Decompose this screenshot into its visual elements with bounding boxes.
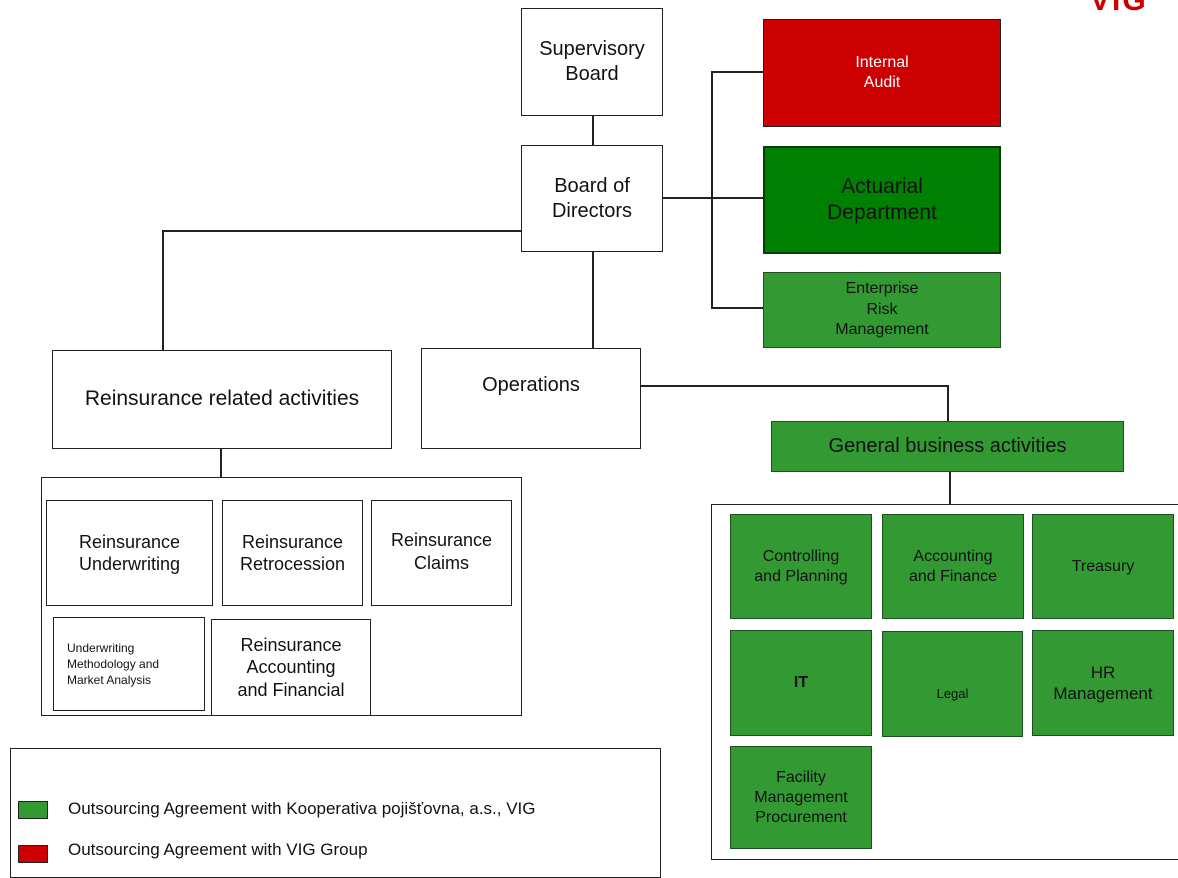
general-business-activities-node: General business activities [771, 421, 1124, 472]
board-of-directors-node: Board of Directors [521, 145, 663, 252]
connector-to-erm [711, 307, 763, 309]
hr-management-node: HR Management [1032, 630, 1174, 736]
connector-board-to-right [663, 197, 763, 199]
connector-board-to-operations [592, 252, 594, 348]
legend-kooperativa-label: Outsourcing Agreement with Kooperativa p… [68, 799, 536, 818]
legend-swatch-green [18, 801, 48, 819]
it-label: IT [793, 674, 809, 691]
reinsurance-claims-node: Reinsurance Claims [371, 500, 512, 606]
legend-vig-group-label: Outsourcing Agreement with VIG Group [68, 840, 368, 859]
operations-node: Operations [421, 348, 641, 449]
reinsurance-underwriting-label: Reinsurance Underwriting [78, 531, 181, 575]
reinsurance-accounting-node: Reinsurance Accounting and Financial [211, 619, 371, 716]
general-business-activities-label: General business activities [828, 435, 1067, 457]
reinsurance-related-activities-node: Reinsurance related activities [52, 350, 392, 449]
actuarial-department-label: Actuarial Department [827, 174, 937, 224]
underwriting-methodology-node: Underwriting Methodology and Market Anal… [53, 617, 205, 711]
supervisory-board-node: Supervisory Board [521, 8, 663, 116]
vig-logo: VIG [1090, 0, 1148, 17]
operations-label: Operations [482, 374, 580, 396]
legend-box [10, 748, 661, 878]
reinsurance-claims-label: Reinsurance Claims [390, 530, 493, 573]
controlling-planning-label: Controlling and Planning [754, 547, 848, 585]
legend-swatch-red [18, 845, 48, 863]
facility-management-label: Facility Management Procurement [754, 768, 848, 826]
accounting-finance-node: Accounting and Finance [882, 514, 1024, 619]
facility-management-node: Facility Management Procurement [730, 746, 872, 849]
treasury-label: Treasury [1071, 557, 1135, 575]
reinsurance-underwriting-node: Reinsurance Underwriting [46, 500, 213, 606]
treasury-node: Treasury [1032, 514, 1174, 619]
enterprise-risk-management-label: Enterprise Risk Management [835, 279, 929, 339]
underwriting-methodology-label: Underwriting Methodology and Market Anal… [67, 640, 160, 688]
connector-to-reinsurance [162, 230, 164, 350]
actuarial-department-node: Actuarial Department [763, 146, 1001, 254]
connector-to-general-business [947, 385, 949, 421]
legal-label: Legal [936, 685, 969, 701]
reinsurance-accounting-label: Reinsurance Accounting and Financial [237, 634, 345, 700]
hr-management-label: HR Management [1053, 662, 1153, 703]
connector-general-down [949, 472, 951, 504]
connector-right-vertical [711, 71, 713, 308]
connector-supervisory-to-board [592, 116, 594, 146]
enterprise-risk-management-node: Enterprise Risk Management [763, 272, 1001, 348]
accounting-finance-label: Accounting and Finance [908, 547, 998, 585]
internal-audit-node: Internal Audit [763, 19, 1001, 127]
connector-operations-right [641, 385, 949, 387]
it-node: IT [730, 630, 872, 736]
reinsurance-related-activities-label: Reinsurance related activities [84, 387, 360, 411]
controlling-planning-node: Controlling and Planning [730, 514, 872, 619]
board-of-directors-label: Board of Directors [551, 174, 632, 222]
reinsurance-retrocession-node: Reinsurance Retrocession [222, 500, 363, 606]
connector-reinsurance-down [220, 449, 222, 477]
supervisory-board-label: Supervisory Board [539, 38, 645, 85]
legal-node: Legal [882, 631, 1023, 737]
connector-to-internal-audit [711, 71, 763, 73]
connector-board-left-horizontal [162, 230, 521, 232]
internal-audit-label: Internal Audit [855, 54, 909, 91]
reinsurance-retrocession-label: Reinsurance Retrocession [239, 531, 346, 575]
